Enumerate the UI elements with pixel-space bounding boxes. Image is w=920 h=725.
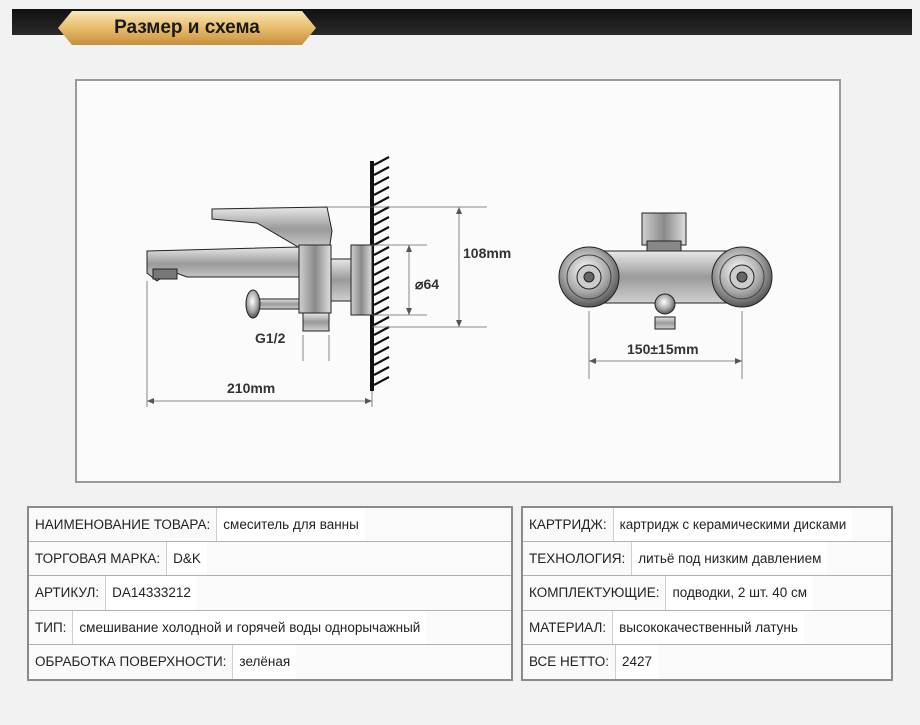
spec-row: ТИП: смешивание холодной и горячей воды … <box>29 610 511 645</box>
spec-row: НАИМЕНОВАНИЕ ТОВАРА: смеситель для ванны <box>29 508 511 543</box>
spec-row: АРТИКУЛ: DA14333212 <box>29 576 511 611</box>
spec-row: МАТЕРИАЛ: высококачественный латунь <box>523 610 891 645</box>
diverter-knob <box>245 289 261 319</box>
spec-row: КАРТРИДЖ: картридж с керамическими диска… <box>523 508 891 543</box>
front-bottom-outlet <box>654 316 676 330</box>
left-eccentric <box>558 246 620 308</box>
section-title: Размер и схема <box>114 17 260 38</box>
spec-row: ВСЕ НЕТТО: 2427 <box>523 644 891 679</box>
spec-row: ТОРГОВАЯ МАРКА: D&K <box>29 542 511 577</box>
faucet-schematic: 108mm ⌀64 G1/2 210mm <box>146 156 773 407</box>
diverter-stem <box>254 298 300 310</box>
spec-label: ТОРГОВАЯ МАРКА: <box>35 551 161 567</box>
spout-outlet <box>152 268 178 280</box>
spec-label: ТЕХНОЛОГИЯ: <box>529 551 626 567</box>
schematic-drawing: 108mm ⌀64 G1/2 210mm <box>75 79 841 483</box>
length-label: 210mm <box>227 380 275 396</box>
spec-label: КАРТРИДЖ: <box>529 517 607 533</box>
spec-value: зелёная <box>232 644 297 679</box>
spec-value: 2427 <box>614 644 658 679</box>
spec-label: АРТИКУЛ: <box>35 585 100 601</box>
front-lever-top <box>641 212 687 246</box>
spec-value: DA14333212 <box>105 576 197 610</box>
spec-value: высококачественный латунь <box>612 610 804 644</box>
eccentric-connector <box>330 258 352 302</box>
spec-row: ОБРАБОТКА ПОВЕРХНОСТИ: зелёная <box>29 644 511 679</box>
spec-value: подводки, 2 шт. 40 см <box>665 576 814 610</box>
mixer-body <box>298 244 332 314</box>
specs-table-right: КАРТРИДЖ: картридж с керамическими диска… <box>521 506 893 681</box>
spec-label: МАТЕРИАЛ: <box>529 619 607 635</box>
spec-label: КОМПЛЕКТУЮЩИЕ: <box>529 585 660 601</box>
spec-value: смешивание холодной и горячей воды однор… <box>72 610 427 644</box>
side-dimensions <box>146 206 487 407</box>
dimension-arrows <box>147 207 462 404</box>
right-eccentric <box>711 246 773 308</box>
spec-value: картридж с керамическими дисками <box>612 508 853 542</box>
front-diverter-knob <box>654 293 676 315</box>
side-view <box>146 156 390 391</box>
lever-handle <box>211 206 333 252</box>
spec-value: смеситель для ванны <box>216 508 365 542</box>
front-dimensions <box>588 311 743 379</box>
spout <box>146 246 300 282</box>
spec-value: литьё под низким давлением <box>631 542 828 576</box>
specs-table-left: НАИМЕНОВАНИЕ ТОВАРА: смеситель для ванны… <box>27 506 513 681</box>
height-label: 108mm <box>463 245 511 261</box>
wall-flange <box>350 244 373 316</box>
section-title-badge: Размер и схема <box>58 11 316 45</box>
spec-row: КОМПЛЕКТУЮЩИЕ: подводки, 2 шт. 40 см <box>523 576 891 611</box>
bottom-outlet <box>302 312 330 332</box>
front-view <box>558 212 773 330</box>
spec-value: D&K <box>166 542 207 576</box>
spec-row: ТЕХНОЛОГИЯ: литьё под низким давлением <box>523 542 891 577</box>
spec-label: НАИМЕНОВАНИЕ ТОВАРА: <box>35 517 211 533</box>
spec-label: ВСЕ НЕТТО: <box>529 654 609 670</box>
diameter-label: ⌀64 <box>415 276 439 292</box>
center-distance-label: 150±15mm <box>627 341 699 357</box>
thread-label: G1/2 <box>255 330 286 346</box>
spec-label: ТИП: <box>35 619 67 635</box>
wall-hatching <box>373 156 390 386</box>
spec-label: ОБРАБОТКА ПОВЕРХНОСТИ: <box>35 654 227 670</box>
